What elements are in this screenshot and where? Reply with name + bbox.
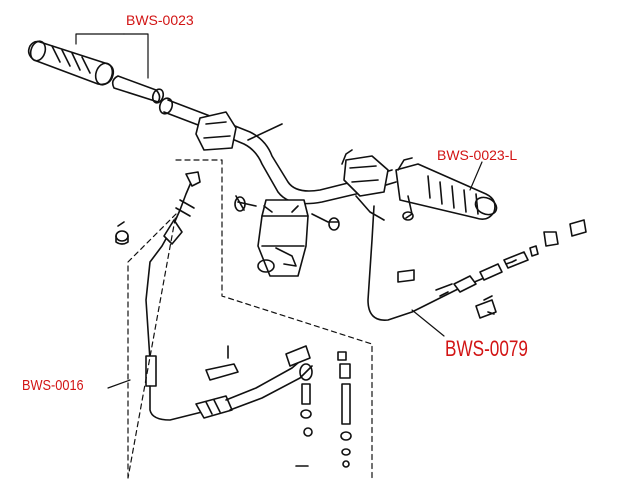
brake-leader (107, 379, 131, 389)
brake-cable-drawing (145, 171, 313, 421)
label-bws-0023-l: BWS-0023-L (437, 147, 518, 163)
grip-leader-bracket (75, 33, 149, 79)
left-grip-drawing (27, 40, 115, 86)
handlebar-drawing (158, 97, 397, 221)
bolt-left-drawing (115, 221, 129, 245)
throttle-cable-drawing (367, 205, 587, 321)
label-bws-0016: BWS-0016 (22, 377, 84, 394)
handlebar-clamp-drawing (234, 195, 340, 277)
right-grip-drawing (395, 157, 498, 221)
label-bws-0079: BWS-0079 (445, 336, 528, 361)
brake-group-outline (127, 159, 373, 479)
throttle-sleeve-drawing (111, 75, 165, 104)
brake-small-parts-drawing (295, 351, 352, 468)
left-grip-leader (469, 161, 483, 191)
throttle-cable-leader (411, 309, 445, 337)
label-bws-0023: BWS-0023 (126, 12, 194, 28)
